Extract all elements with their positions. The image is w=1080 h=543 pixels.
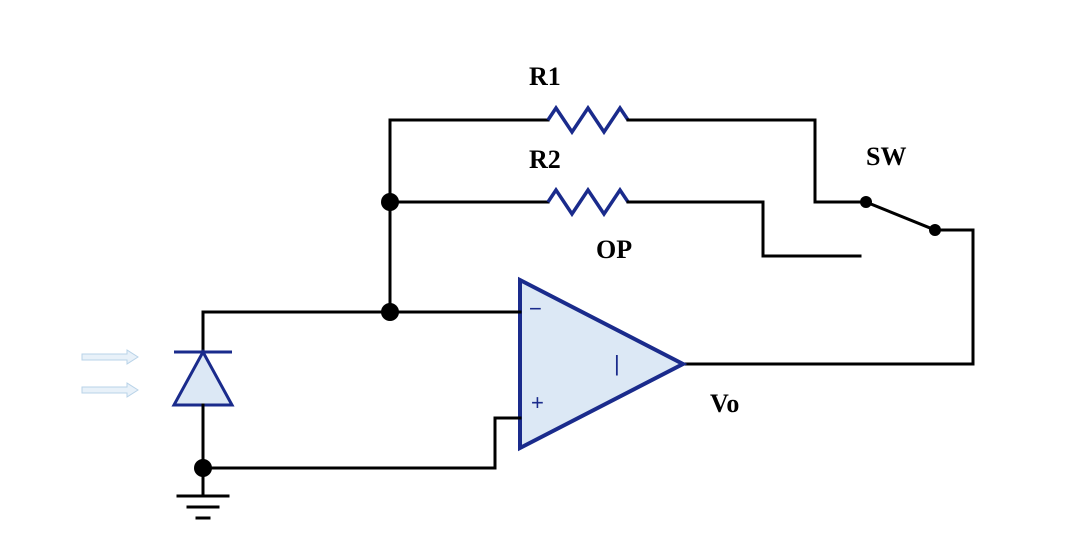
r1-branch <box>388 104 868 314</box>
ground-icon <box>176 494 230 520</box>
light-arrows-icon <box>81 349 139 398</box>
label-sw: SW <box>866 142 906 171</box>
junction-dot <box>381 193 399 211</box>
junction-dot <box>381 303 399 321</box>
resistor-r2 <box>546 186 630 218</box>
label-op: OP <box>596 235 632 264</box>
label-r1: R1 <box>529 62 561 91</box>
noninverting-input-wire <box>201 416 522 470</box>
photodiode <box>171 348 235 498</box>
switch-sw <box>681 196 975 366</box>
op-amp-minus-sign: − <box>529 296 542 321</box>
junction-dot <box>194 459 212 477</box>
op-amp: − + | <box>518 276 688 452</box>
op-amp-triangle <box>518 276 688 452</box>
label-vo: Vo <box>710 389 739 418</box>
label-r2: R2 <box>529 145 561 174</box>
op-amp-plus-sign: + <box>531 390 544 415</box>
r2-branch <box>388 186 862 258</box>
op-amp-center-mark: | <box>614 351 620 376</box>
resistor-r1 <box>546 104 630 136</box>
inverting-input-wire <box>201 310 522 354</box>
